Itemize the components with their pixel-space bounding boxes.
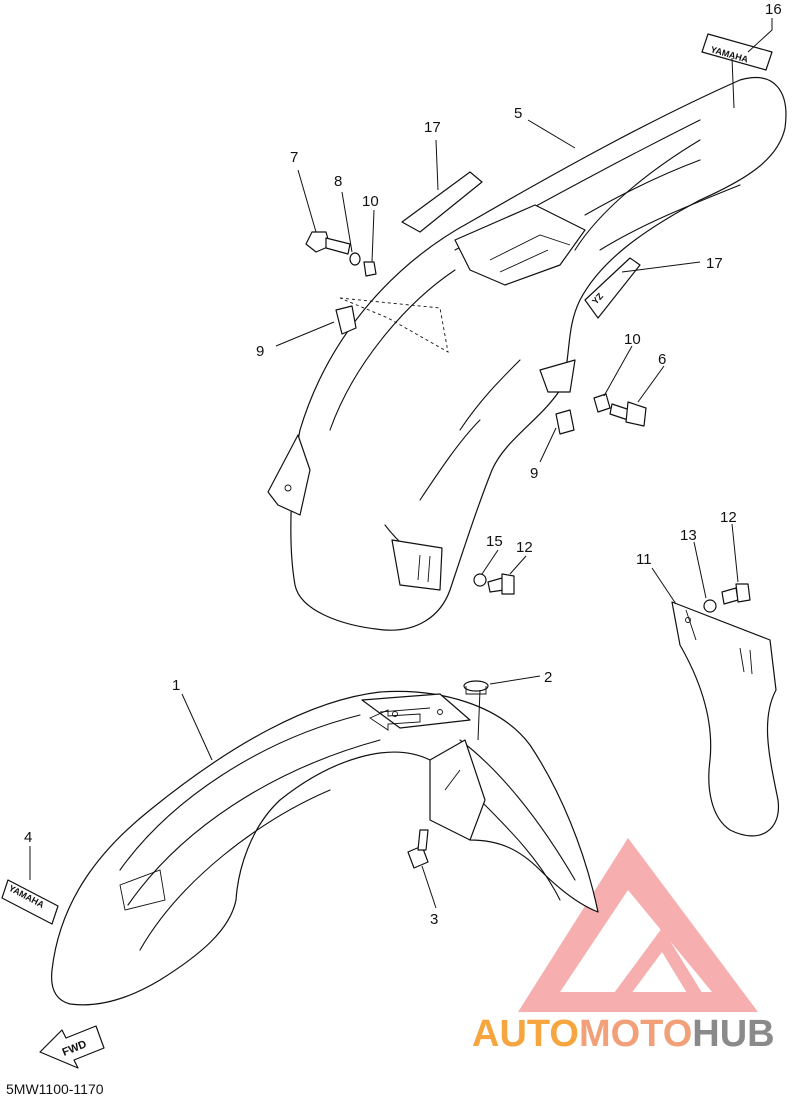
top-decal-strip <box>401 171 483 233</box>
callout-1: 1 <box>172 677 180 694</box>
callout-10b: 10 <box>624 331 641 348</box>
callout-11: 11 <box>636 551 652 568</box>
callout-4: 4 <box>24 829 32 846</box>
callout-2: 2 <box>544 669 552 686</box>
callout-17a: 17 <box>424 119 441 136</box>
callout-12: 12 <box>516 539 533 556</box>
watermark-logo-icon <box>518 838 758 1012</box>
bolt-12-icon <box>487 573 515 595</box>
bolt-3-icon <box>407 829 429 869</box>
clip-nut-9b-icon <box>555 409 575 435</box>
callout-7: 7 <box>290 149 298 166</box>
callout-9b: 9 <box>530 465 538 482</box>
callout-numbers: 16 5 17 7 8 10 9 17 10 6 9 15 12 11 13 1… <box>24 1 782 928</box>
front-fender: YAMAHA <box>1 690 599 1006</box>
collar-10b-icon <box>593 393 611 413</box>
clip-nut-9-icon <box>335 305 357 335</box>
watermark-text: AUTOMOTOHUB <box>472 1013 775 1055</box>
mud-flap-11 <box>671 601 780 837</box>
callout-15: 13 <box>680 527 697 544</box>
bolt-6-icon <box>609 401 647 427</box>
callout-10a: 10 <box>362 193 379 210</box>
leader-lines <box>29 18 773 909</box>
watermark-part-hub: HUB <box>692 1013 774 1055</box>
callout-17b: 17 <box>706 255 723 272</box>
callout-13: 15 <box>486 533 503 550</box>
washer-8-icon <box>349 252 361 266</box>
washer-15-icon <box>703 599 717 613</box>
callout-6: 6 <box>658 351 666 368</box>
bolt-7-icon <box>305 231 351 255</box>
watermark-part-auto: AUTO <box>472 1013 579 1055</box>
callout-8: 8 <box>334 173 342 190</box>
rear-fender: YZ <box>267 77 787 631</box>
nut-13-icon <box>473 573 487 587</box>
callout-16: 16 <box>765 1 782 18</box>
fwd-arrow-icon: FWD <box>39 1025 105 1069</box>
watermark-part-moto: MOTO <box>579 1013 692 1055</box>
collar-10-icon <box>363 261 377 277</box>
callout-9a: 9 <box>256 343 264 360</box>
screw-14-icon <box>721 583 751 605</box>
callout-5: 5 <box>514 105 522 122</box>
callout-14: 12 <box>720 509 737 526</box>
mounting-guide-lines <box>339 297 449 353</box>
callout-3: 3 <box>430 911 438 928</box>
rubber-grommet-2-icon <box>463 680 489 695</box>
diagram-code: 5MW1100-1170 <box>6 1081 104 1096</box>
